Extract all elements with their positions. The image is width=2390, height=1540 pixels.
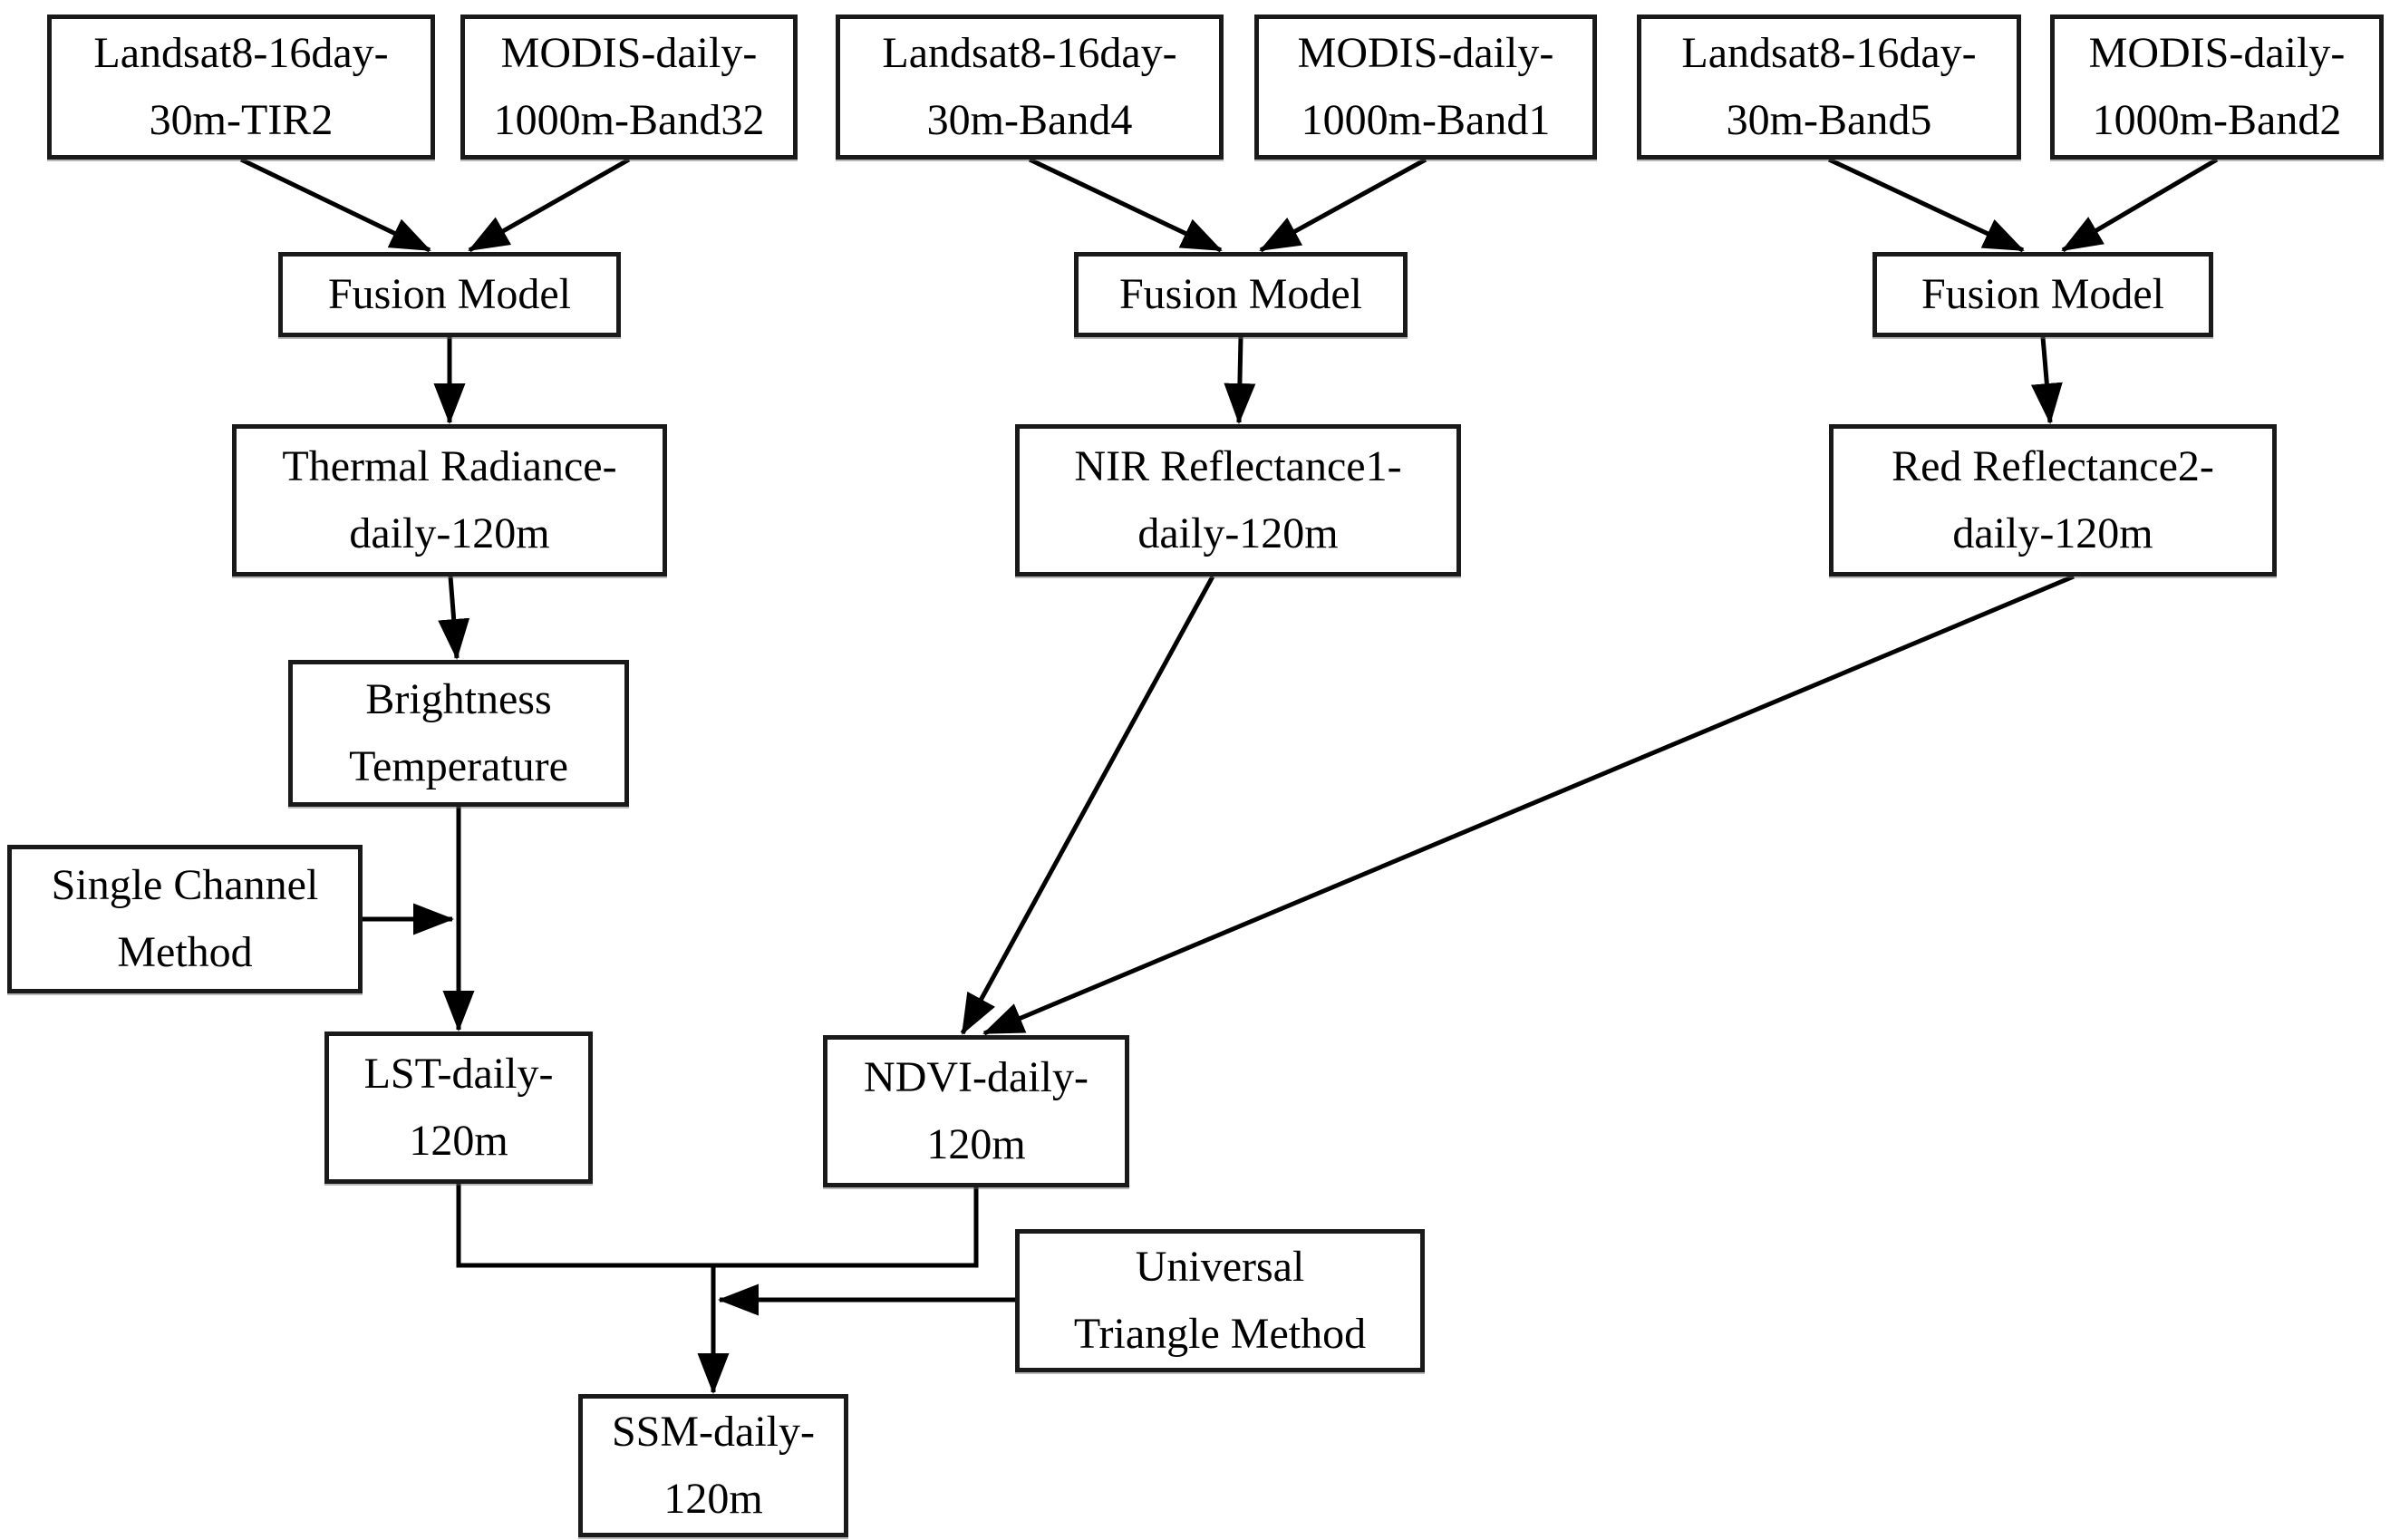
node-red-reflectance2-daily-120m: Red Reflectance2- daily-120m bbox=[1829, 424, 2277, 576]
node-fusion-model-2: Fusion Model bbox=[1074, 252, 1408, 337]
edge-red-to-ndvi bbox=[982, 574, 2075, 1036]
node-brightness-temperature: Brightness Temperature bbox=[288, 660, 629, 807]
node-label-line: Thermal Radiance- bbox=[282, 442, 617, 490]
node-label-line: 1000m-Band1 bbox=[1301, 96, 1551, 144]
node-label-line: Landsat8-16day- bbox=[1681, 29, 1977, 77]
node-label-line: 1000m-Band32 bbox=[493, 96, 765, 144]
node-landsat8-16day-30m-band5: Landsat8-16day- 30m-Band5 bbox=[1637, 15, 2021, 160]
edge-thermal-to-brightness bbox=[438, 576, 470, 660]
node-label-line: LST-daily- bbox=[363, 1050, 554, 1098]
node-label-line: Method bbox=[117, 928, 253, 976]
node-label-line: 30m-TIR2 bbox=[149, 96, 334, 144]
edge-nir-to-ndvi bbox=[960, 575, 1215, 1035]
node-fusion-model-1: Fusion Model bbox=[278, 252, 621, 337]
node-single-channel-method: Single Channel Method bbox=[7, 845, 363, 993]
node-label-line: 30m-Band4 bbox=[926, 96, 1133, 144]
node-modis-daily-1000m-band32: MODIS-daily- 1000m-Band32 bbox=[460, 15, 798, 160]
node-lst-daily-120m: LST-daily- 120m bbox=[324, 1032, 593, 1184]
node-label-line: daily-120m bbox=[1952, 509, 2153, 557]
node-label-line: daily-120m bbox=[1137, 509, 1339, 557]
node-nir-reflectance1-daily-120m: NIR Reflectance1- daily-120m bbox=[1015, 424, 1461, 576]
node-label-line: Triangle Method bbox=[1073, 1310, 1367, 1358]
node-thermal-radiance-daily-120m: Thermal Radiance- daily-120m bbox=[232, 424, 667, 576]
edge-modis-band2-to-fusion3 bbox=[2061, 157, 2219, 253]
node-label-line: Fusion Model bbox=[327, 270, 572, 319]
node-label-line: daily-120m bbox=[349, 509, 550, 557]
node-label-line: Landsat8-16day- bbox=[93, 29, 389, 77]
node-label-line: Fusion Model bbox=[1921, 270, 2165, 319]
node-label-line: NDVI-daily- bbox=[864, 1053, 1089, 1101]
node-label-line: 120m bbox=[409, 1117, 508, 1165]
node-label-line: NIR Reflectance1- bbox=[1074, 442, 1402, 490]
node-label-line: Universal bbox=[1135, 1243, 1305, 1291]
node-ssm-daily-120m: SSM-daily- 120m bbox=[578, 1394, 848, 1537]
node-label-line: 120m bbox=[926, 1120, 1026, 1168]
node-label-line: MODIS-daily- bbox=[1297, 29, 1554, 77]
node-modis-daily-1000m-band1: MODIS-daily- 1000m-Band1 bbox=[1254, 15, 1597, 160]
edge-fusion3-to-red bbox=[2030, 336, 2063, 424]
node-landsat8-16day-30m-band4: Landsat8-16day- 30m-Band4 bbox=[836, 15, 1224, 160]
node-label-line: MODIS-daily- bbox=[500, 29, 758, 77]
node-label-line: Brightness bbox=[365, 675, 552, 723]
node-label-line: Fusion Model bbox=[1118, 270, 1363, 319]
node-label-line: 120m bbox=[663, 1475, 763, 1523]
edge-landsat-tir2-to-fusion1 bbox=[239, 157, 431, 253]
edge-modis-band32-to-fusion1 bbox=[468, 157, 631, 253]
edge-landsat-band4-to-fusion2 bbox=[1028, 157, 1223, 253]
edge-fusion2-to-nir bbox=[1224, 336, 1256, 424]
node-label-line: Single Channel bbox=[51, 861, 319, 909]
node-label-line: SSM-daily- bbox=[611, 1408, 815, 1456]
node-label-line: Red Reflectance2- bbox=[1892, 442, 2214, 490]
node-label-line: Landsat8-16day- bbox=[882, 29, 1177, 77]
node-ndvi-daily-120m: NDVI-daily- 120m bbox=[823, 1035, 1129, 1187]
node-landsat8-16day-30m-tir2: Landsat8-16day- 30m-TIR2 bbox=[47, 15, 435, 160]
node-label-line: 1000m-Band2 bbox=[2092, 96, 2342, 144]
node-fusion-model-3: Fusion Model bbox=[1872, 252, 2213, 337]
edge-lst-ndvi-merge-line bbox=[456, 1184, 979, 1268]
node-modis-daily-1000m-band2: MODIS-daily- 1000m-Band2 bbox=[2050, 15, 2384, 160]
node-label-line: MODIS-daily- bbox=[2088, 29, 2346, 77]
node-universal-triangle-method: Universal Triangle Method bbox=[1015, 1229, 1425, 1372]
node-label-line: 30m-Band5 bbox=[1726, 96, 1932, 144]
edge-modis-band1-to-fusion2 bbox=[1259, 157, 1427, 253]
edge-landsat-band5-to-fusion3 bbox=[1827, 157, 2025, 253]
node-label-line: Temperature bbox=[349, 742, 568, 790]
